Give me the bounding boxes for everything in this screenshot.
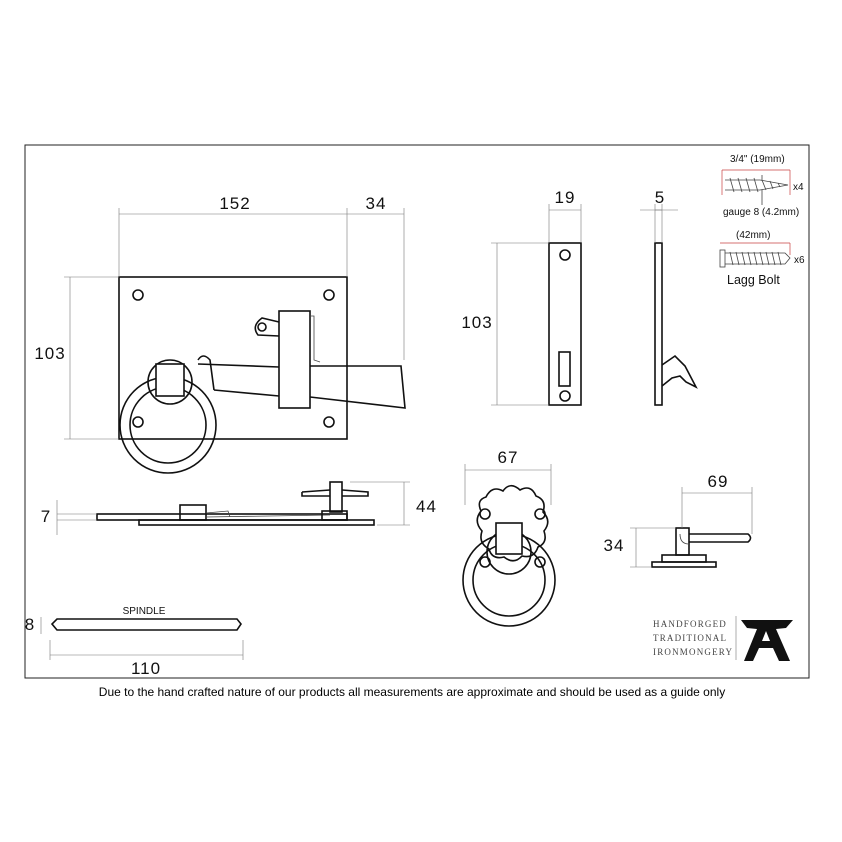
brand-line-1: HANDFORGED <box>653 619 727 629</box>
brand-block: HANDFORGED TRADITIONAL IRONMONGERY <box>653 616 793 661</box>
bolt-length-label: (42mm) <box>736 230 770 241</box>
dim-ring-plate <box>464 464 552 505</box>
dim-152-label: 152 <box>219 194 250 213</box>
latch-side-view <box>96 481 375 526</box>
ring-rose-view <box>462 484 556 627</box>
keep-front-view <box>548 242 582 406</box>
dim-plate-width <box>118 208 405 360</box>
keep-side-view <box>654 242 698 406</box>
dim-103-left-label: 103 <box>34 344 65 363</box>
dim-projection <box>350 481 410 526</box>
dim-67-label: 67 <box>498 448 519 467</box>
latch-front-view <box>118 276 406 474</box>
dim-110-label: 110 <box>131 659 161 678</box>
dim-spindle-length <box>49 640 244 660</box>
bolt-name-label: Lagg Bolt <box>727 273 780 287</box>
anvil-logo-icon <box>741 620 793 661</box>
brand-line-3: IRONMONGERY <box>653 647 733 657</box>
dim-5-label: 5 <box>655 188 665 207</box>
screw-icon <box>721 169 791 205</box>
dim-8-label: 8 <box>25 615 35 634</box>
dim-plate-height <box>64 276 119 440</box>
screw-length-label: 3/4" (19mm) <box>730 154 785 165</box>
latch-arm <box>197 363 406 409</box>
dim-handle-length <box>681 487 753 534</box>
dim-34-side-label: 34 <box>604 536 625 555</box>
dim-103-right-label: 103 <box>461 313 492 332</box>
drawing-frame <box>24 144 810 679</box>
brand-line-2: TRADITIONAL <box>653 633 727 643</box>
dim-19-label: 19 <box>555 188 576 207</box>
dim-keep-width <box>548 204 582 243</box>
dim-keep-side <box>640 204 678 243</box>
spindle-label: SPINDLE <box>123 606 166 617</box>
dim-handle-height <box>630 527 676 568</box>
screw-gauge-label: gauge 8 (4.2mm) <box>723 207 799 218</box>
dim-69-label: 69 <box>708 472 729 491</box>
lagg-bolt-icon <box>719 242 791 268</box>
dim-34-label: 34 <box>366 194 387 213</box>
disclaimer-text: Due to the hand crafted nature of our pr… <box>99 685 725 699</box>
spindle-drawing <box>40 617 242 634</box>
screw-count-label: x4 <box>793 182 804 193</box>
dim-7-label: 7 <box>41 507 51 526</box>
latch-keep <box>278 310 311 409</box>
dim-thickness <box>56 500 97 535</box>
dim-44-label: 44 <box>416 497 437 516</box>
bolt-count-label: x6 <box>794 255 805 266</box>
handle-side-view <box>651 527 752 568</box>
dim-keep-height <box>491 242 549 406</box>
back-plate <box>118 276 348 440</box>
